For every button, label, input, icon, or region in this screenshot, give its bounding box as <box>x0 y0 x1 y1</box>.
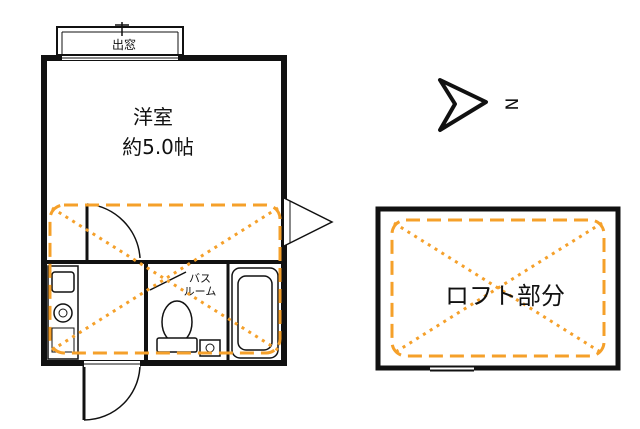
marking-main <box>48 203 282 355</box>
marking-loft <box>390 218 606 358</box>
compass-label: N <box>503 98 523 111</box>
loft: ロフト部分 <box>375 206 621 372</box>
bath-label-2: ルーム <box>184 285 217 298</box>
toilet-tank <box>156 337 198 353</box>
kitchen <box>47 265 79 360</box>
room-name: 洋室 <box>133 105 173 129</box>
bay-window-label: 出窓 <box>112 37 136 52</box>
entrance-door <box>82 361 141 421</box>
side-door-triangle <box>283 197 334 247</box>
loft-label: ロフト部分 <box>445 282 565 310</box>
room-size: 約5.0帖 <box>122 135 194 159</box>
toilet-bowl <box>161 300 193 344</box>
bathtub <box>231 267 279 359</box>
bay-window: 出窓 <box>56 22 184 56</box>
interior-door <box>85 203 141 262</box>
compass: N <box>438 78 523 132</box>
bath-label-1: バス <box>189 272 211 285</box>
compass-arrow-icon <box>438 78 488 132</box>
stove-burner <box>53 303 73 323</box>
main-room-walls <box>41 55 287 366</box>
bathroom: バス ルーム <box>149 267 279 359</box>
